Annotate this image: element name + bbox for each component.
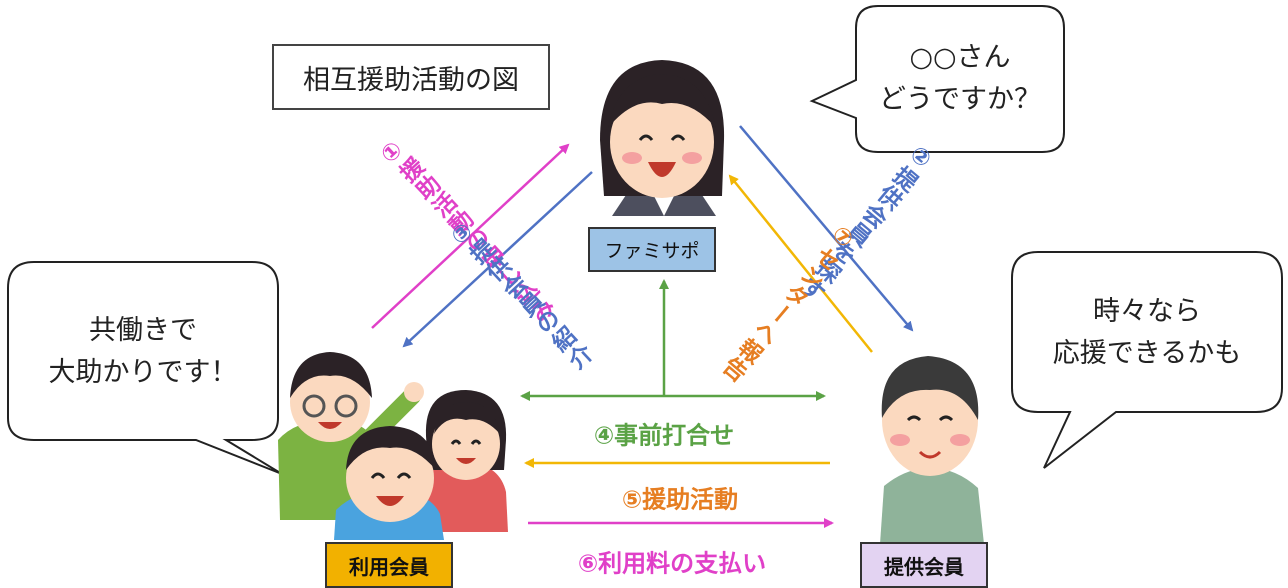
woman-staff-icon (600, 60, 725, 216)
famisapo-label: ファミサポ (588, 227, 716, 272)
arrow-step1 (371, 143, 570, 329)
arrow-step3 (402, 171, 593, 348)
step5-label: ⑤援助活動 (621, 485, 739, 514)
bubble-line: ○○さん (909, 42, 1011, 74)
diagram-title: 相互援助活動の図 (272, 44, 550, 110)
family-icon (278, 352, 508, 540)
bubble-line: 時々なら (1093, 296, 1201, 328)
arrow-step2 (739, 125, 914, 332)
elderly-woman-icon (880, 356, 984, 544)
bubble-text-teikyo: 時々なら 応援できるかも (1014, 256, 1280, 410)
speech-bubble-famisapo (809, 5, 1065, 153)
riyo-member-label: 利用会員 (325, 542, 453, 588)
bubble-line: 応援できるかも (1052, 338, 1242, 369)
bubble-line: 大助かりです！ (48, 357, 238, 388)
speech-bubble-teikyo (1011, 251, 1283, 469)
bubble-line: どうですか？ (879, 84, 1041, 115)
step6-label: ⑥利用料の支払い (577, 549, 767, 578)
bubble-line: 共働きで (89, 315, 197, 347)
teikyo-member-label: 提供会員 (860, 542, 988, 588)
speech-bubble-riyo (7, 261, 283, 475)
step4-label: ④事前打合せ (593, 421, 735, 450)
arrow-step7 (728, 174, 873, 353)
bubble-text-riyo: 共働きで 大助かりです！ (10, 266, 276, 438)
bubble-text-famisapo: ○○さん どうですか？ (858, 10, 1062, 148)
